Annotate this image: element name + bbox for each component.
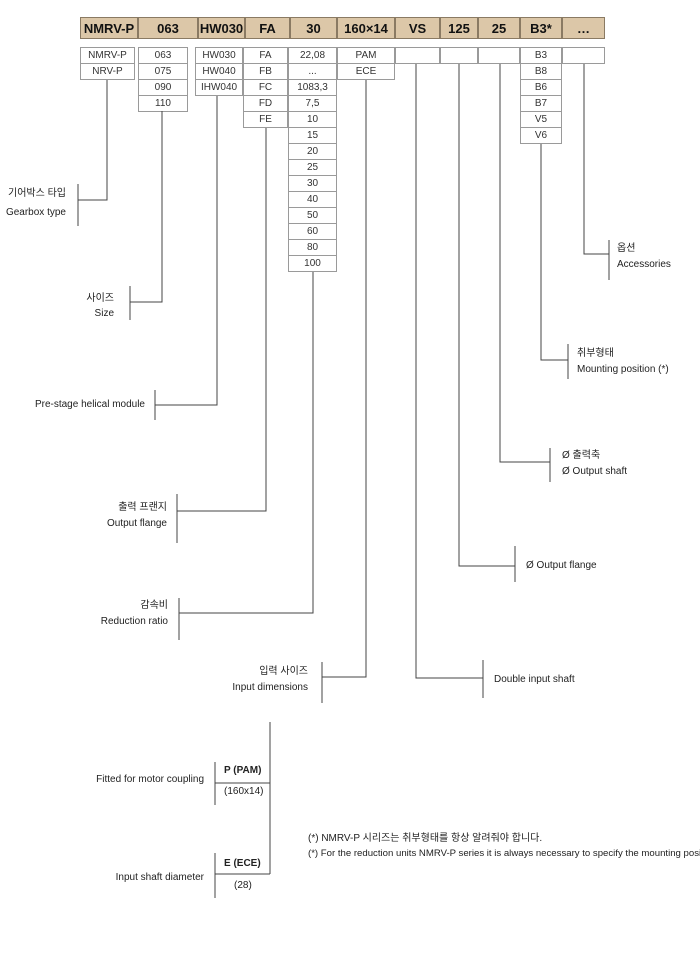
output-flange-label-ko: 출력 프랜지 (118, 502, 167, 513)
header-double-input-code: VS (395, 17, 440, 39)
mounting-option: B7 (520, 95, 562, 112)
gearbox-type-label-en: Gearbox type (5, 207, 66, 218)
output-shaft-label-en: Ø Output shaft (562, 466, 628, 477)
header-ratio-code: 30 (290, 17, 337, 39)
header-size-code: 063 (138, 17, 198, 39)
size-label-en: Size (94, 308, 114, 319)
header-prestage-code: HW030 (198, 17, 245, 39)
ece-option-value: (28) (234, 880, 252, 891)
accessories-empty-cell (562, 47, 605, 64)
reduction-ratio-label-en: Reduction ratio (100, 616, 168, 627)
motor-coupling-label: Fitted for motor coupling (96, 774, 204, 785)
mounting-label-en: Mounting position (*) (577, 364, 669, 375)
mounting-label-ko: 취부형태 (577, 348, 614, 359)
header-accessories-code: … (562, 17, 605, 39)
input-option: ECE (337, 63, 395, 80)
pam-option-value: (160x14) (224, 786, 264, 797)
ratio-option: 100 (288, 255, 337, 272)
size-option: 110 (138, 95, 188, 112)
input-shaft-diameter-label: Input shaft diameter (115, 872, 204, 883)
output-shaft-label-ko: Ø 출력축 (562, 450, 601, 461)
type-option: NRV-P (80, 63, 135, 80)
ratio-option: 30 (288, 175, 337, 192)
mounting-note-ko: (*) NMRV-P 시리즈는 취부형태를 항상 알려줘야 합니다. (308, 833, 543, 844)
header-output-flange-code: 125 (440, 17, 478, 39)
accessories-label-en: Accessories (617, 259, 671, 270)
output-flange-label-en: Output flange (106, 518, 167, 529)
header-flange-code: FA (245, 17, 290, 39)
double-input-shaft-label: Double input shaft (494, 674, 575, 685)
output-flange-empty-cell (440, 47, 478, 64)
mounting-note-en: (*) For the reduction units NMRV-P serie… (308, 848, 700, 859)
pam-option-title: P (PAM) (224, 765, 262, 776)
accessories-label-ko: 옵션 (617, 243, 636, 254)
input-dimensions-label-en: Input dimensions (232, 682, 308, 693)
output-flange-diameter-label: Ø Output flange (526, 560, 597, 571)
prestage-option: IHW040 (195, 79, 243, 96)
header-input-code: 160×14 (337, 17, 395, 39)
reduction-ratio-label-ko: 감속비 (140, 600, 168, 611)
size-label-ko: 사이즈 (86, 293, 114, 304)
gearbox-type-label-ko: 기어박스 타입 (8, 188, 66, 199)
prestage-label-en: Pre-stage helical module (34, 399, 145, 410)
input-dimensions-label-ko: 입력 사이즈 (259, 666, 308, 677)
header-type-code: NMRV-P (80, 17, 138, 39)
header-mounting-code: B3* (520, 17, 562, 39)
ece-option-title: E (ECE) (224, 858, 261, 869)
output-shaft-empty-cell (478, 47, 520, 64)
double-input-empty-cell (395, 47, 440, 64)
header-output-shaft-code: 25 (478, 17, 520, 39)
mounting-option: V6 (520, 127, 562, 144)
flange-option: FE (243, 111, 288, 128)
